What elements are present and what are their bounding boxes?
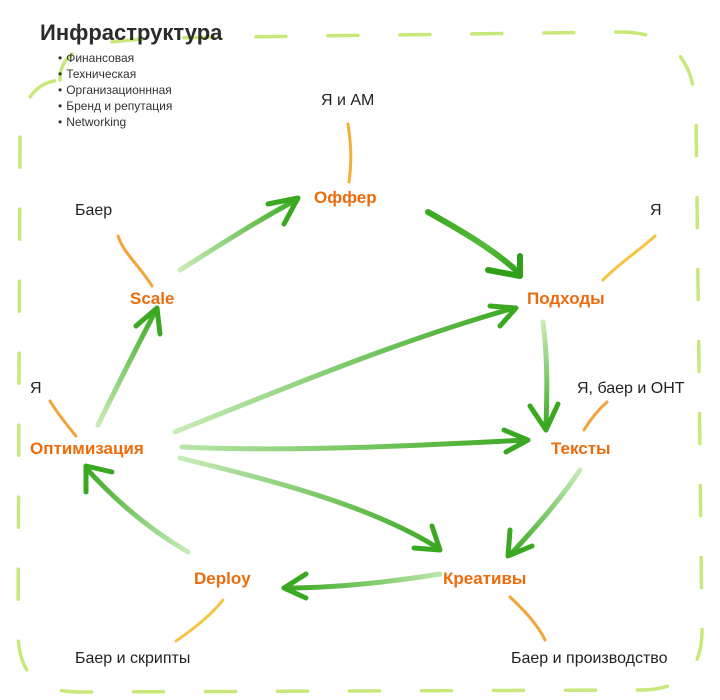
arrows (83, 195, 583, 601)
arrow-creatives-deploy (281, 571, 443, 591)
list-item: Техническая (66, 66, 172, 82)
connector-approaches (601, 234, 657, 282)
arrow-optimization-approaches (172, 305, 517, 435)
owner-connectors (48, 122, 657, 643)
page-title: Инфраструктура (40, 20, 223, 45)
node-approaches: Подходы (527, 289, 605, 308)
owner-approaches: Я (650, 202, 662, 219)
owner-optimization: Я (30, 380, 42, 397)
arrowhead-deploy (281, 571, 309, 601)
arrow-scale-offer (177, 197, 299, 273)
arrow-deploy-optimization (83, 465, 191, 555)
arrowhead-optimization-from-deploy (83, 463, 115, 495)
node-optimization: Оптимизация (30, 439, 144, 458)
owner-deploy: Баер и скрипты (75, 650, 191, 667)
infrastructure-list: Финансовая Техническая Организационнная … (66, 50, 172, 130)
connector-deploy (174, 598, 225, 643)
connector-creatives (508, 595, 547, 642)
arrowhead-creatives-from-texts (505, 527, 535, 559)
arrow-optimization-texts (179, 437, 529, 452)
connector-optimization (48, 399, 78, 438)
dashed-border (16, 30, 704, 694)
node-texts: Тексты (551, 439, 611, 458)
arrow-optimization-creatives (177, 455, 441, 551)
connector-offer (346, 122, 353, 184)
list-item: Бренд и репутация (66, 98, 172, 114)
node-deploy: Deploy (194, 569, 251, 588)
owner-offer: Я и АМ (321, 92, 375, 109)
list-item: Организационнная (66, 82, 172, 98)
arrowhead-texts-from-optimization (501, 427, 531, 455)
owner-creatives: Баер и производство (511, 650, 668, 667)
list-item: Networking (66, 114, 172, 130)
list-item: Финансовая (66, 50, 172, 66)
arrowhead-texts-from-approaches (527, 401, 561, 433)
node-creatives: Креативы (443, 569, 527, 588)
owner-scale: Баер (75, 202, 113, 219)
arrowhead-approaches-from-optimization (487, 303, 519, 329)
connector-scale (116, 234, 154, 288)
arrowhead-creatives-from-optimization (411, 523, 443, 553)
arrowhead-offer-from-scale (265, 195, 301, 227)
arrow-optimization-scale (95, 305, 160, 428)
node-scale: Scale (130, 289, 175, 308)
arrowhead-approaches (485, 253, 523, 279)
node-offer: Оффер (314, 188, 377, 207)
connector-texts (582, 400, 609, 432)
arrowhead-scale (133, 305, 163, 337)
arrow-approaches-texts (540, 319, 550, 431)
arrow-offer-approaches (425, 209, 523, 277)
arrow-texts-creatives (507, 467, 583, 558)
owner-texts: Я, баер и ОНТ (577, 380, 685, 397)
